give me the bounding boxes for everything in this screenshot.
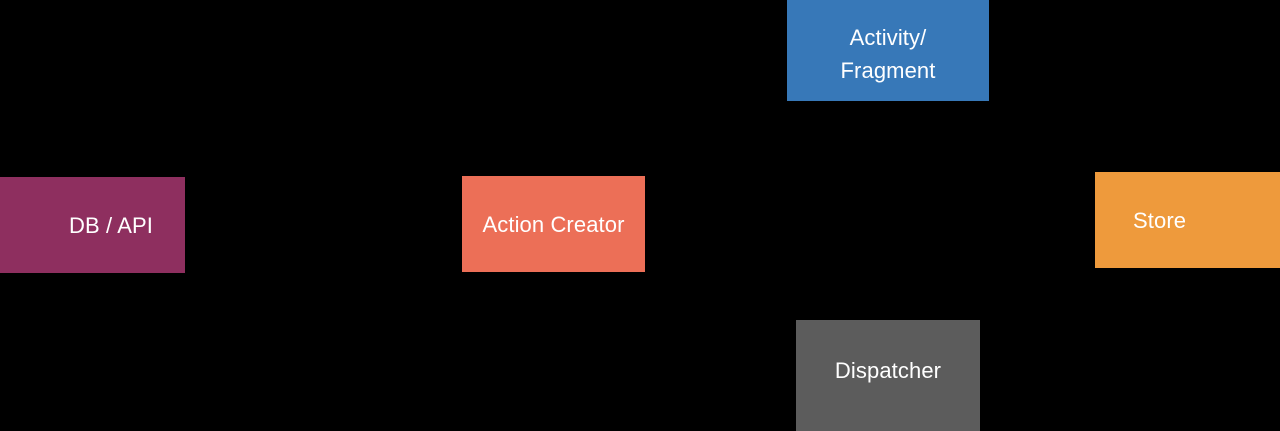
diagram-node-label: DB / API [69,212,153,238]
diagram-node-action-creator[interactable]: Action Creator [462,176,645,272]
diagram-node-dispatcher[interactable]: Dispatcher [796,320,980,431]
diagram-node-label: Store [1133,207,1187,233]
diagram-node-store[interactable]: Store [1095,172,1280,268]
diagram-node-activity-fragment[interactable]: Activity/ Fragment [787,0,989,101]
diagram-node-label: Dispatcher [834,358,942,383]
diagram-node-label: Activity/ Fragment [840,25,936,83]
diagram-node-db-api[interactable]: DB / API [0,177,185,273]
diagram-node-label: Action Creator [482,211,625,237]
